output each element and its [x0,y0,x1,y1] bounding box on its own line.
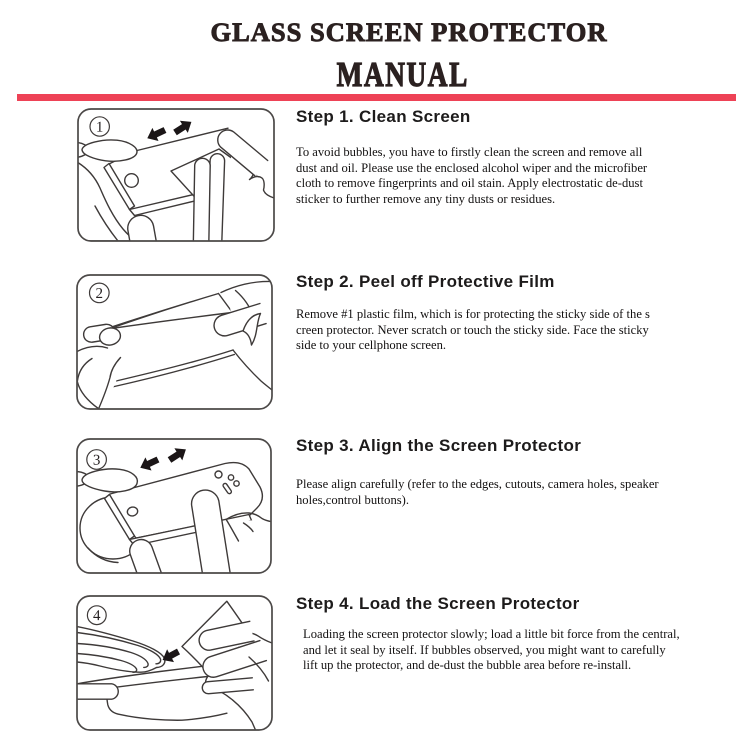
svg-text:2: 2 [96,286,104,302]
svg-text:1: 1 [96,120,104,136]
svg-text:4: 4 [93,608,101,624]
svg-text:3: 3 [93,453,101,469]
